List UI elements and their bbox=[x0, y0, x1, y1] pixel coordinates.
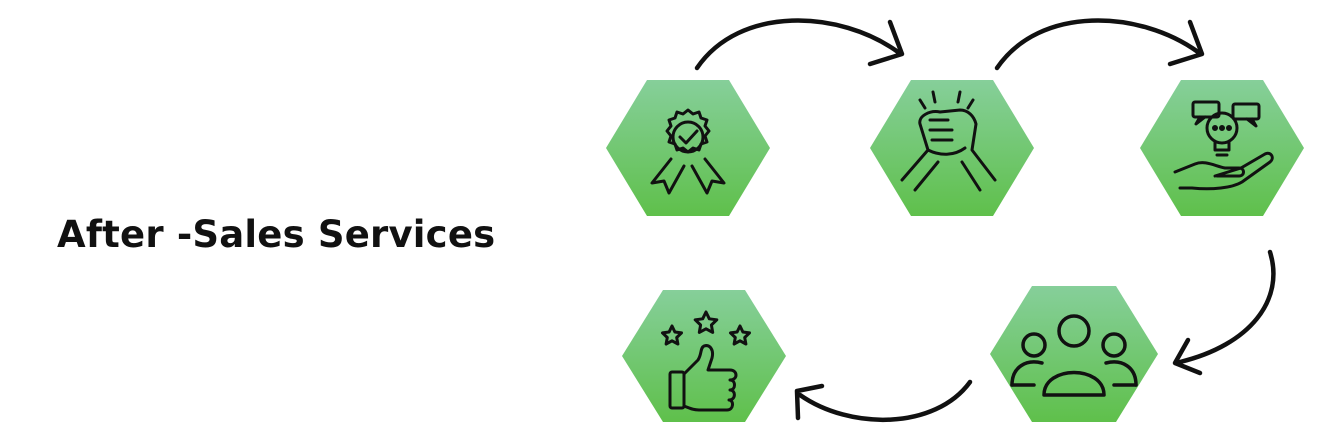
arrow-3-to-4 bbox=[1172, 249, 1276, 376]
thumbs-up-stars-icon bbox=[661, 310, 751, 412]
step-handshake bbox=[870, 80, 1034, 216]
step-team bbox=[990, 286, 1158, 422]
diagram-title: After -Sales Services bbox=[57, 213, 496, 256]
step-award bbox=[606, 80, 770, 216]
arrow-4-to-5 bbox=[794, 379, 973, 423]
handshake-icon bbox=[900, 90, 997, 192]
step-rating bbox=[622, 290, 786, 422]
arrow-2-to-3 bbox=[994, 18, 1205, 71]
arrow-1-to-2 bbox=[694, 18, 905, 71]
flow-arrows bbox=[694, 18, 1276, 423]
award-ribbon-icon bbox=[650, 108, 726, 195]
idea-hand-icon bbox=[1173, 100, 1274, 191]
step-idea bbox=[1140, 80, 1304, 216]
team-group-icon bbox=[1010, 314, 1138, 397]
